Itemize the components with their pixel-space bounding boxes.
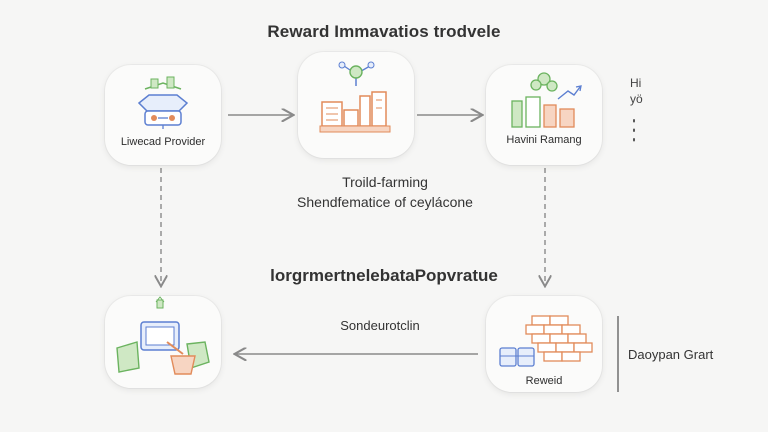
factory-pool-icon xyxy=(319,61,391,133)
node-label-reward: Reweid xyxy=(525,375,563,387)
liquidity-provider-icon xyxy=(137,76,189,129)
flow-label: Sondeurotclin xyxy=(340,318,420,333)
node-reward: Reweid xyxy=(486,296,602,392)
node-pool xyxy=(298,52,414,158)
node-label-provider: Liwecad Provider xyxy=(120,136,206,148)
middle-line-2: Shendfematice of ceylácone xyxy=(297,194,473,210)
diagram-title: Reward Immavatios trodvele xyxy=(267,22,501,41)
section-subtitle: lorgrmertnelebataPopvratue xyxy=(270,266,498,285)
harvest-chart-icon xyxy=(511,72,582,128)
side-bracket-label: Daoypan Grart xyxy=(628,347,714,362)
node-tools xyxy=(105,296,221,388)
middle-line-1: Troild-farming xyxy=(342,174,428,190)
side-legend: Hi yö xyxy=(630,75,643,107)
side-legend-item-1: Hi xyxy=(630,76,642,90)
node-label-harvest: Havini Ramang xyxy=(506,134,582,146)
reward-stack-icon xyxy=(499,315,593,367)
node-harvest: Havini Ramang xyxy=(486,65,602,165)
node-liquidity-provider: Liwecad Provider xyxy=(105,65,221,165)
side-legend-item-2: yö xyxy=(630,92,643,106)
workstation-icon xyxy=(116,296,210,375)
